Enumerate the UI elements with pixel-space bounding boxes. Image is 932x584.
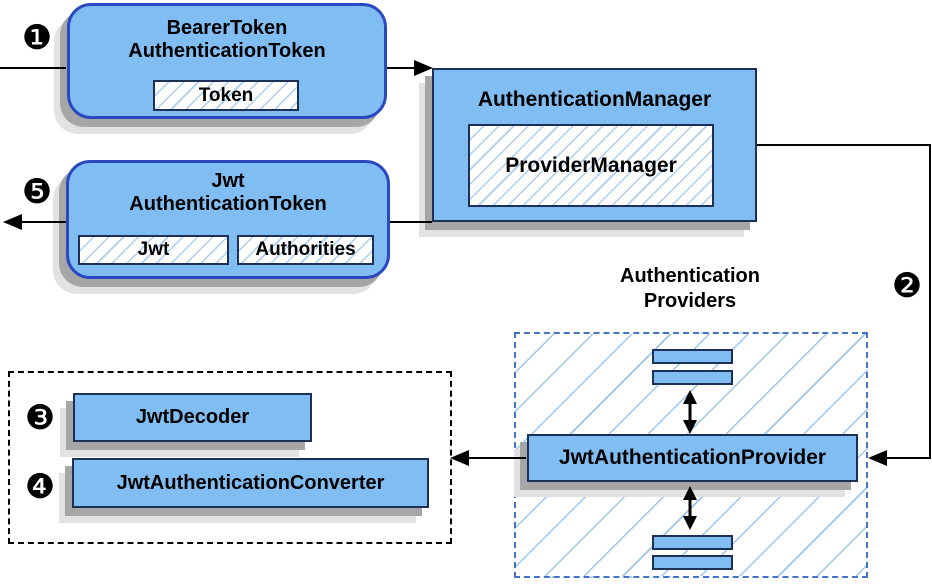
provider-manager-label: ProviderManager — [505, 153, 677, 177]
step-4-badge: ❹ — [24, 467, 56, 507]
jwt-authentication-token-title: Jwt AuthenticationToken — [129, 170, 327, 215]
jwt-decoder-label: JwtDecoder — [135, 406, 250, 428]
token-inner-box: Token — [153, 80, 299, 111]
decoder-converter-group: JwtDecoder JwtAuthenticationConverter — [8, 371, 452, 544]
other-provider-rect-top-1 — [652, 349, 733, 364]
step-1-badge: ❶ — [21, 18, 53, 58]
other-provider-rect-top-2 — [652, 370, 733, 385]
jwt-decoder-node: JwtDecoder — [73, 393, 312, 442]
step-2-badge: ❷ — [891, 266, 923, 306]
authentication-manager-title: AuthenticationManager — [477, 88, 712, 111]
authentication-manager-node: AuthenticationManager ProviderManager — [432, 68, 757, 222]
jwt-inner-box: Jwt — [78, 235, 229, 265]
authentication-providers-title: Authentication Providers — [620, 265, 760, 312]
jwt-authentication-converter-label: JwtAuthenticationConverter — [116, 471, 385, 494]
provider-manager-inner-box: ProviderManager — [468, 124, 714, 207]
jwt-authentication-provider-label: JwtAuthenticationProvider — [558, 446, 827, 469]
jwt-authentication-token-node: Jwt AuthenticationToken Jwt Authorities — [66, 160, 390, 279]
bearer-token-authentication-token-node: BearerToken AuthenticationToken Token — [67, 3, 387, 119]
authorities-label: Authorities — [255, 239, 356, 260]
jwt-authentication-converter-node: JwtAuthenticationConverter — [72, 458, 429, 508]
token-label: Token — [198, 84, 254, 106]
jwt-authentication-provider-node: JwtAuthenticationProvider — [527, 434, 858, 482]
arrow-bearer-to-manager — [387, 60, 433, 76]
arrow-jwt-token-out — [3, 214, 66, 230]
authorities-inner-box: Authorities — [237, 235, 374, 265]
other-provider-rect-bottom-2 — [652, 555, 733, 570]
step-5-badge: ❺ — [21, 172, 53, 212]
authentication-providers-group: JwtAuthenticationProvider — [514, 332, 868, 578]
bearer-token-authentication-token-title: BearerToken AuthenticationToken — [128, 17, 326, 62]
jwt-label: Jwt — [137, 239, 170, 260]
step-3-badge: ❸ — [24, 398, 56, 438]
other-provider-rect-bottom-1 — [652, 535, 733, 550]
